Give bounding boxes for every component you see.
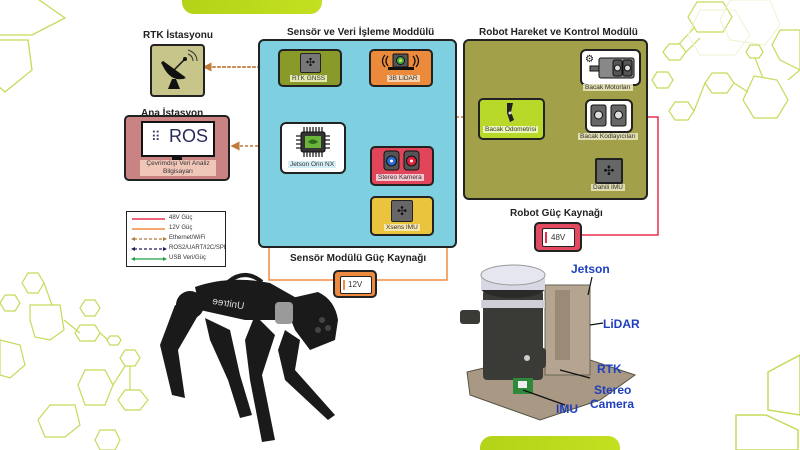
node-label: Bacak Kodlayıcıları <box>578 133 638 140</box>
control-module-title: Robot Hareket ve Kontrol Modülü <box>479 27 638 38</box>
top-accent-tab <box>182 0 322 14</box>
node-jetson: Jetson Orin NX <box>280 122 346 174</box>
hexagon-pattern-bottom-right <box>735 354 800 450</box>
sensor-power-title: Sensör Modülü Güç Kaynağı <box>290 253 427 264</box>
encoder-icon <box>590 104 627 127</box>
svg-text:⚙: ⚙ <box>585 54 594 65</box>
node-leg-encoders <box>585 99 633 133</box>
node-leg-motors: ⚙ <box>580 49 641 86</box>
node-label: Bacak Odometrisi <box>483 126 539 133</box>
voltage-label: 48V <box>551 233 566 242</box>
node-label: 3B LiDAR <box>387 75 420 82</box>
ros-dots-icon: ⠿ <box>151 129 160 144</box>
battery-icon <box>343 280 345 290</box>
node-xsens-imu: ✣ Xsens IMU <box>370 196 434 236</box>
callout-camera: Camera <box>590 397 635 411</box>
hexagon-pattern-top-right <box>651 1 800 121</box>
caption-line-2: Bilgisayarı <box>163 168 193 175</box>
stereo-camera-icon <box>383 150 420 171</box>
imu-icon: ✣ <box>391 200 413 222</box>
imu-icon: ✣ <box>603 163 615 178</box>
node-label: Bacak Motorları <box>583 84 633 91</box>
node-label: Stereo Kamera <box>376 174 424 181</box>
rtk-station-title: RTK İstasyonu <box>143 30 214 41</box>
legend-label: ROS2/UART/I2C/SPI <box>169 245 226 251</box>
satellite-dish-icon <box>161 49 198 89</box>
base-station-caption: Çevrimdışı Veri Analiz Bilgisayarı <box>140 160 216 176</box>
voltage-label: 12V <box>348 280 363 289</box>
monitor-stand <box>172 157 182 160</box>
sensor-power-box: 12V <box>333 270 377 298</box>
base-station-title: Ana İstasyon <box>141 108 204 119</box>
node-leg-odometry: Bacak Odometrisi <box>478 98 545 140</box>
base-station-box: ⠿ ROS Çevrimdışı Veri Analiz Bilgisayarı <box>124 115 230 181</box>
processor-chip-icon <box>296 127 330 157</box>
battery-12v: 12V <box>340 276 372 294</box>
bottom-accent-tab <box>480 436 620 450</box>
legend: 48V Güç 12V Güç Ethernet/WiFi ROS2/UART/… <box>126 211 226 267</box>
node-stereo-camera: Stereo Kamera <box>370 146 434 186</box>
hexagon-pattern-bottom-left <box>0 272 149 450</box>
node-rtk-gnss: ✣ RTK GNSS <box>278 49 342 87</box>
power-48v-robot <box>580 116 659 236</box>
battery-icon <box>545 232 547 243</box>
legend-label: USB Veri/Güç <box>169 255 207 261</box>
node-label: Dahili IMU <box>591 184 625 191</box>
robot-power-title: Robot Güç Kaynağı <box>510 208 603 219</box>
gnss-chip-icon: ✣ <box>300 53 321 73</box>
sensor-module-title: Sensör ve Veri İşleme Moddülü <box>287 27 435 38</box>
robot-leg-icon <box>507 103 514 122</box>
node-internal-imu: ✣ <box>595 158 623 184</box>
monitor-screen: ⠿ ROS <box>141 121 215 157</box>
battery-48v: 48V <box>542 228 575 247</box>
legend-label: Ethernet/WiFi <box>169 235 206 241</box>
hexagon-pattern-faint <box>687 0 781 56</box>
legend-swatches <box>131 218 167 261</box>
legend-label: 12V Güç <box>169 225 193 231</box>
motor-icon: ⚙ <box>585 54 635 79</box>
callout-rtk: RTK <box>597 362 622 376</box>
legend-label: 48V Güç <box>169 215 193 221</box>
robot-power-box: 48V <box>534 222 582 252</box>
hexagon-pattern-top-left <box>0 0 67 93</box>
lidar-icon <box>381 53 420 70</box>
callout-stereo: Stereo <box>594 383 632 397</box>
callout-imu: IMU <box>556 402 578 416</box>
rtk-station-box <box>150 44 205 97</box>
caption-line-1: Çevrimdışı Veri Analiz <box>146 160 210 167</box>
node-label: RTK GNSS <box>290 75 328 82</box>
callout-jetson: Jetson <box>571 262 610 276</box>
node-lidar: 3B LiDAR <box>369 49 433 87</box>
node-label: Xsens IMU <box>384 224 420 231</box>
ros-logo-text: ROS <box>169 126 209 146</box>
node-label: Jetson Orin NX <box>288 161 337 168</box>
callout-lidar: LiDAR <box>603 317 640 331</box>
